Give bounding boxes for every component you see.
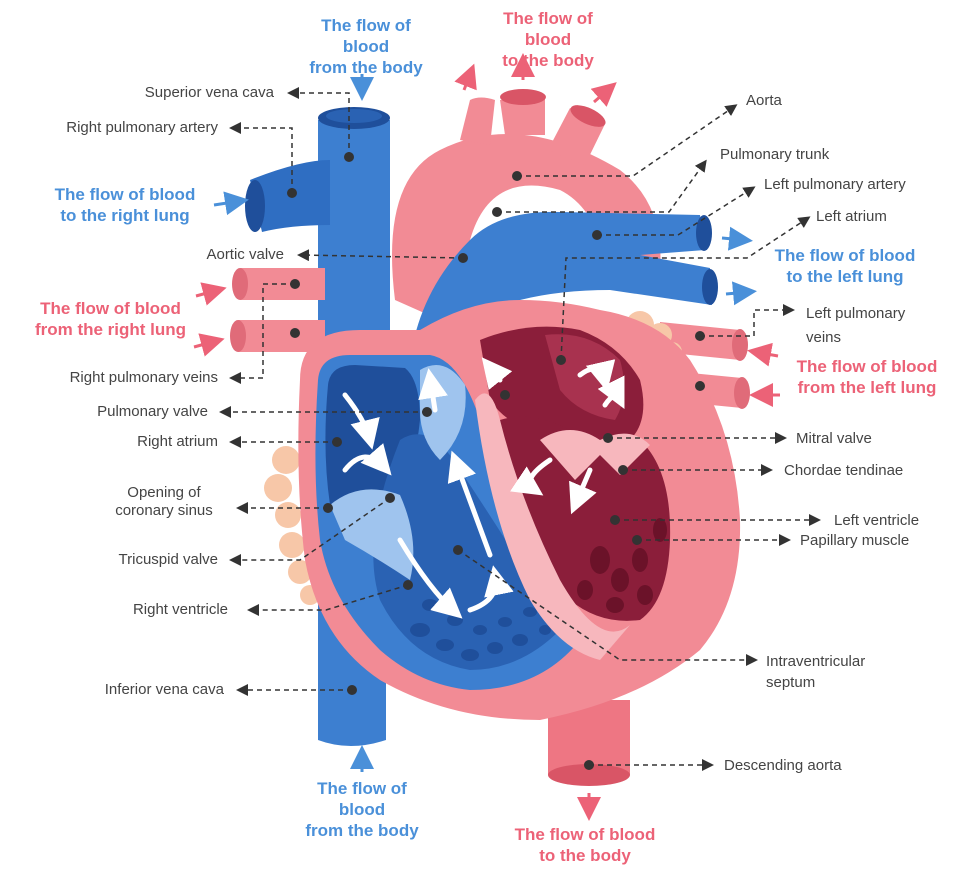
flow-label-top-to-body: The flow of blood to the body bbox=[478, 8, 618, 71]
label-right-pulmonary-veins: Right pulmonary veins bbox=[20, 369, 218, 387]
flow-label-to-left-lung: The flow of blood to the left lung bbox=[770, 245, 920, 287]
label-left-atrium: Left atrium bbox=[816, 208, 887, 226]
flow-label-from-right-lung: The flow of blood from the right lung bbox=[18, 298, 203, 340]
flow-label-bottom-from-body: The flow of blood from the body bbox=[292, 778, 432, 841]
label-mitral-valve: Mitral valve bbox=[796, 430, 872, 448]
label-right-atrium: Right atrium bbox=[60, 433, 218, 451]
label-left-pulmonary-veins: Left pulmonary veins bbox=[806, 302, 946, 350]
label-aortic-valve: Aortic valve bbox=[160, 246, 284, 264]
label-aorta: Aorta bbox=[746, 92, 782, 110]
label-intraventricular-septum: Intraventricular septum bbox=[766, 651, 906, 693]
flow-label-top-from-body: The flow of blood from the body bbox=[296, 15, 436, 78]
label-left-pulmonary-artery: Left pulmonary artery bbox=[764, 176, 906, 194]
label-left-ventricle: Left ventricle bbox=[834, 512, 919, 530]
aorta-branch-1 bbox=[460, 98, 495, 146]
flow-label-bottom-to-body: The flow of blood to the body bbox=[510, 824, 660, 866]
label-papillary-muscle: Papillary muscle bbox=[800, 532, 909, 550]
flow-label-to-right-lung: The flow of blood to the right lung bbox=[40, 184, 210, 226]
label-pulmonary-valve: Pulmonary valve bbox=[40, 403, 208, 421]
label-descending-aorta: Descending aorta bbox=[724, 757, 842, 775]
label-superior-vena-cava: Superior vena cava bbox=[108, 84, 274, 102]
label-pulmonary-trunk: Pulmonary trunk bbox=[720, 146, 829, 164]
label-opening-coronary-sinus: Opening of coronary sinus bbox=[104, 484, 224, 520]
label-right-ventricle: Right ventricle bbox=[70, 601, 228, 619]
label-chordae-tendinae: Chordae tendinae bbox=[784, 462, 903, 480]
label-tricuspid-valve: Tricuspid valve bbox=[50, 551, 218, 569]
label-right-pulmonary-artery: Right pulmonary artery bbox=[22, 119, 218, 137]
flow-label-from-left-lung: The flow of blood from the left lung bbox=[782, 356, 952, 398]
label-inferior-vena-cava: Inferior vena cava bbox=[52, 681, 224, 699]
